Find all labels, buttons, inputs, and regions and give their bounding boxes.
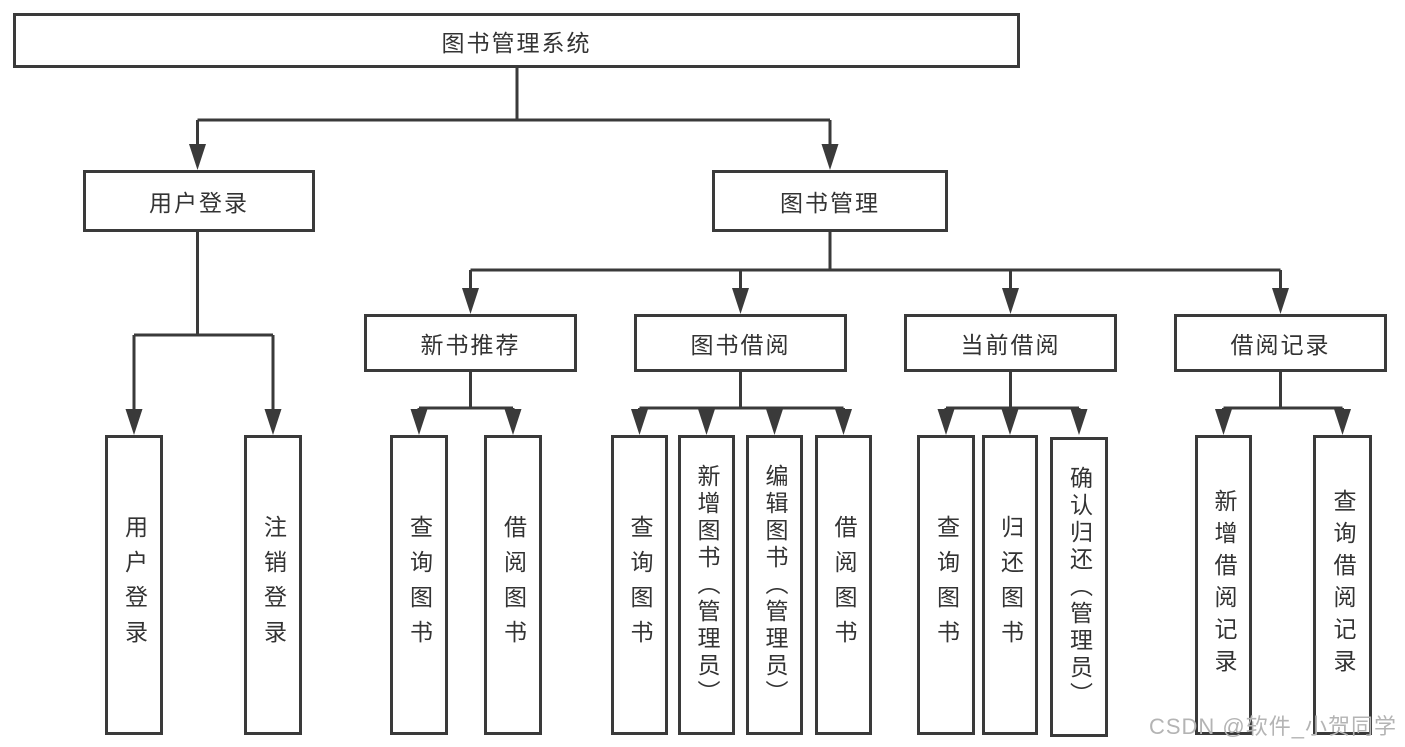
- node-new-book-recommend-label: 新书推荐: [420, 332, 521, 358]
- node-current-borrowing-label: 当前借阅: [960, 332, 1061, 358]
- leaf-borrowing-query-books: 查询图书: [611, 435, 668, 735]
- node-root: 图书管理系统: [13, 13, 1020, 68]
- leaf-records-add-record-label: 新增借阅记录: [1211, 489, 1237, 681]
- leaf-borrowing-borrow-books: 借阅图书: [815, 435, 872, 735]
- node-new-book-recommend: 新书推荐: [364, 314, 577, 372]
- leaf-logout-label: 注销登录: [260, 515, 287, 655]
- leaf-records-query-record-label: 查询借阅记录: [1330, 489, 1356, 681]
- node-book-borrowing-label: 图书借阅: [690, 332, 791, 358]
- leaf-recommend-borrow-books-label: 借阅图书: [500, 515, 527, 655]
- leaf-borrowing-query-books-label: 查询图书: [627, 515, 653, 655]
- node-current-borrowing: 当前借阅: [904, 314, 1117, 372]
- leaf-current-return-books: 归还图书: [982, 435, 1038, 735]
- node-book-management: 图书管理: [712, 170, 948, 232]
- leaf-recommend-query-books: 查询图书: [390, 435, 448, 735]
- leaf-records-add-record: 新增借阅记录: [1195, 435, 1252, 735]
- leaf-current-query-books-label: 查询图书: [933, 515, 960, 655]
- leaf-records-query-record: 查询借阅记录: [1313, 435, 1372, 735]
- leaf-current-confirm-return-admin-label: 确认归还（管理员）: [1066, 465, 1093, 709]
- leaf-borrowing-add-books-admin: 新增图书（管理员）: [678, 435, 735, 735]
- leaf-current-return-books-label: 归还图书: [997, 515, 1024, 655]
- leaf-logout: 注销登录: [244, 435, 302, 735]
- arrowhead-icons: [125, 144, 1351, 435]
- leaf-borrowing-add-books-admin-label: 新增图书（管理员）: [694, 463, 720, 707]
- node-user-login-label: 用户登录: [149, 190, 249, 216]
- leaf-recommend-query-books-label: 查询图书: [406, 515, 433, 655]
- leaf-borrowing-edit-books-admin-label: 编辑图书（管理员）: [762, 463, 788, 707]
- node-book-borrowing: 图书借阅: [634, 314, 847, 372]
- leaf-borrowing-edit-books-admin: 编辑图书（管理员）: [746, 435, 803, 735]
- csdn-watermark: CSDN @软件_小贺同学: [1148, 714, 1397, 739]
- leaf-user-login: 用户登录: [105, 435, 163, 735]
- leaf-recommend-borrow-books: 借阅图书: [484, 435, 542, 735]
- node-root-label: 图书管理系统: [441, 29, 592, 56]
- node-borrowing-records-label: 借阅记录: [1230, 332, 1331, 358]
- leaf-user-login-label: 用户登录: [121, 515, 148, 655]
- leaf-borrowing-borrow-books-label: 借阅图书: [831, 515, 857, 655]
- leaf-current-query-books: 查询图书: [917, 435, 975, 735]
- node-borrowing-records: 借阅记录: [1174, 314, 1387, 372]
- node-user-login: 用户登录: [83, 170, 315, 232]
- node-book-management-label: 图书管理: [780, 190, 880, 216]
- leaf-current-confirm-return-admin: 确认归还（管理员）: [1050, 437, 1108, 737]
